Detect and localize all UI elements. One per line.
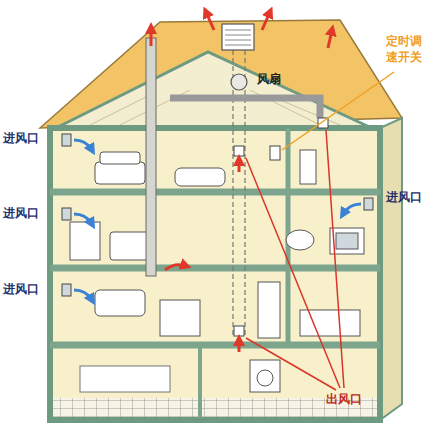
- leader-lines-part: [282, 72, 394, 150]
- ducts-part: [244, 50, 245, 338]
- ducts: [146, 24, 320, 338]
- furniture-part: [175, 168, 225, 186]
- fan-label: 风扇: [257, 72, 281, 88]
- furniture-part: [95, 290, 145, 316]
- air-arrows-part: [343, 204, 361, 214]
- furniture-part: [300, 150, 316, 184]
- house-body-part: [50, 128, 380, 420]
- furniture: [70, 150, 364, 392]
- vents: [62, 118, 373, 336]
- furniture-part: [257, 370, 273, 386]
- air-arrows-part: [150, 28, 153, 46]
- air-arrows-part: [206, 12, 214, 30]
- house-body-part: [50, 265, 380, 272]
- switch-label: 定时调 速开关: [386, 34, 422, 65]
- ducts-part: [222, 24, 254, 50]
- house-body-part: [50, 342, 380, 349]
- air-arrows-part: [74, 214, 92, 224]
- leader-lines-part: [246, 338, 336, 390]
- leader-lines-part: [246, 158, 340, 388]
- inlet-label: 进风口: [3, 282, 39, 298]
- ducts-part: [231, 74, 247, 90]
- leader-lines-part: [326, 130, 344, 388]
- furniture-part: [286, 230, 314, 250]
- air-arrows-part: [238, 340, 241, 352]
- air-arrows-part: [74, 290, 92, 300]
- vents-part: [364, 198, 373, 210]
- ducts-part: [232, 50, 233, 338]
- air-arrows-part: [74, 140, 92, 150]
- furniture-part: [100, 152, 140, 164]
- air-arrows-part: [262, 12, 270, 30]
- leader-lines: [246, 72, 394, 390]
- furniture-part: [95, 162, 145, 184]
- inlet-label: 进风口: [386, 190, 422, 206]
- roof-part: [90, 90, 340, 125]
- roof: [40, 20, 402, 130]
- vents-part: [270, 146, 280, 160]
- vents-part: [234, 326, 244, 336]
- house-body-part: [380, 118, 402, 420]
- ducts-part: [225, 30, 251, 45]
- outlet-label: 出风口: [326, 392, 362, 408]
- furniture-part: [110, 232, 150, 260]
- air-arrows-part: [165, 265, 186, 270]
- furniture-part: [160, 300, 200, 336]
- vents-part: [234, 146, 244, 156]
- house-body: [50, 118, 402, 420]
- furniture-part: [336, 233, 358, 249]
- furniture-part: [258, 282, 280, 338]
- ducts-part: [170, 98, 320, 118]
- air-arrows-part: [238, 160, 241, 172]
- furniture-part: [70, 222, 100, 260]
- vents-part: [62, 284, 71, 296]
- air-arrows-part: [328, 30, 332, 48]
- inlet-label: 进风口: [3, 131, 39, 147]
- air-arrows: [74, 12, 361, 352]
- inlet-label: 进风口: [3, 206, 39, 222]
- furniture-part: [80, 366, 170, 392]
- furniture-part: [250, 360, 280, 392]
- vents-part: [62, 208, 71, 220]
- house-body-part: [198, 345, 202, 418]
- ducts-part: [146, 38, 156, 276]
- vents-part: [62, 134, 71, 146]
